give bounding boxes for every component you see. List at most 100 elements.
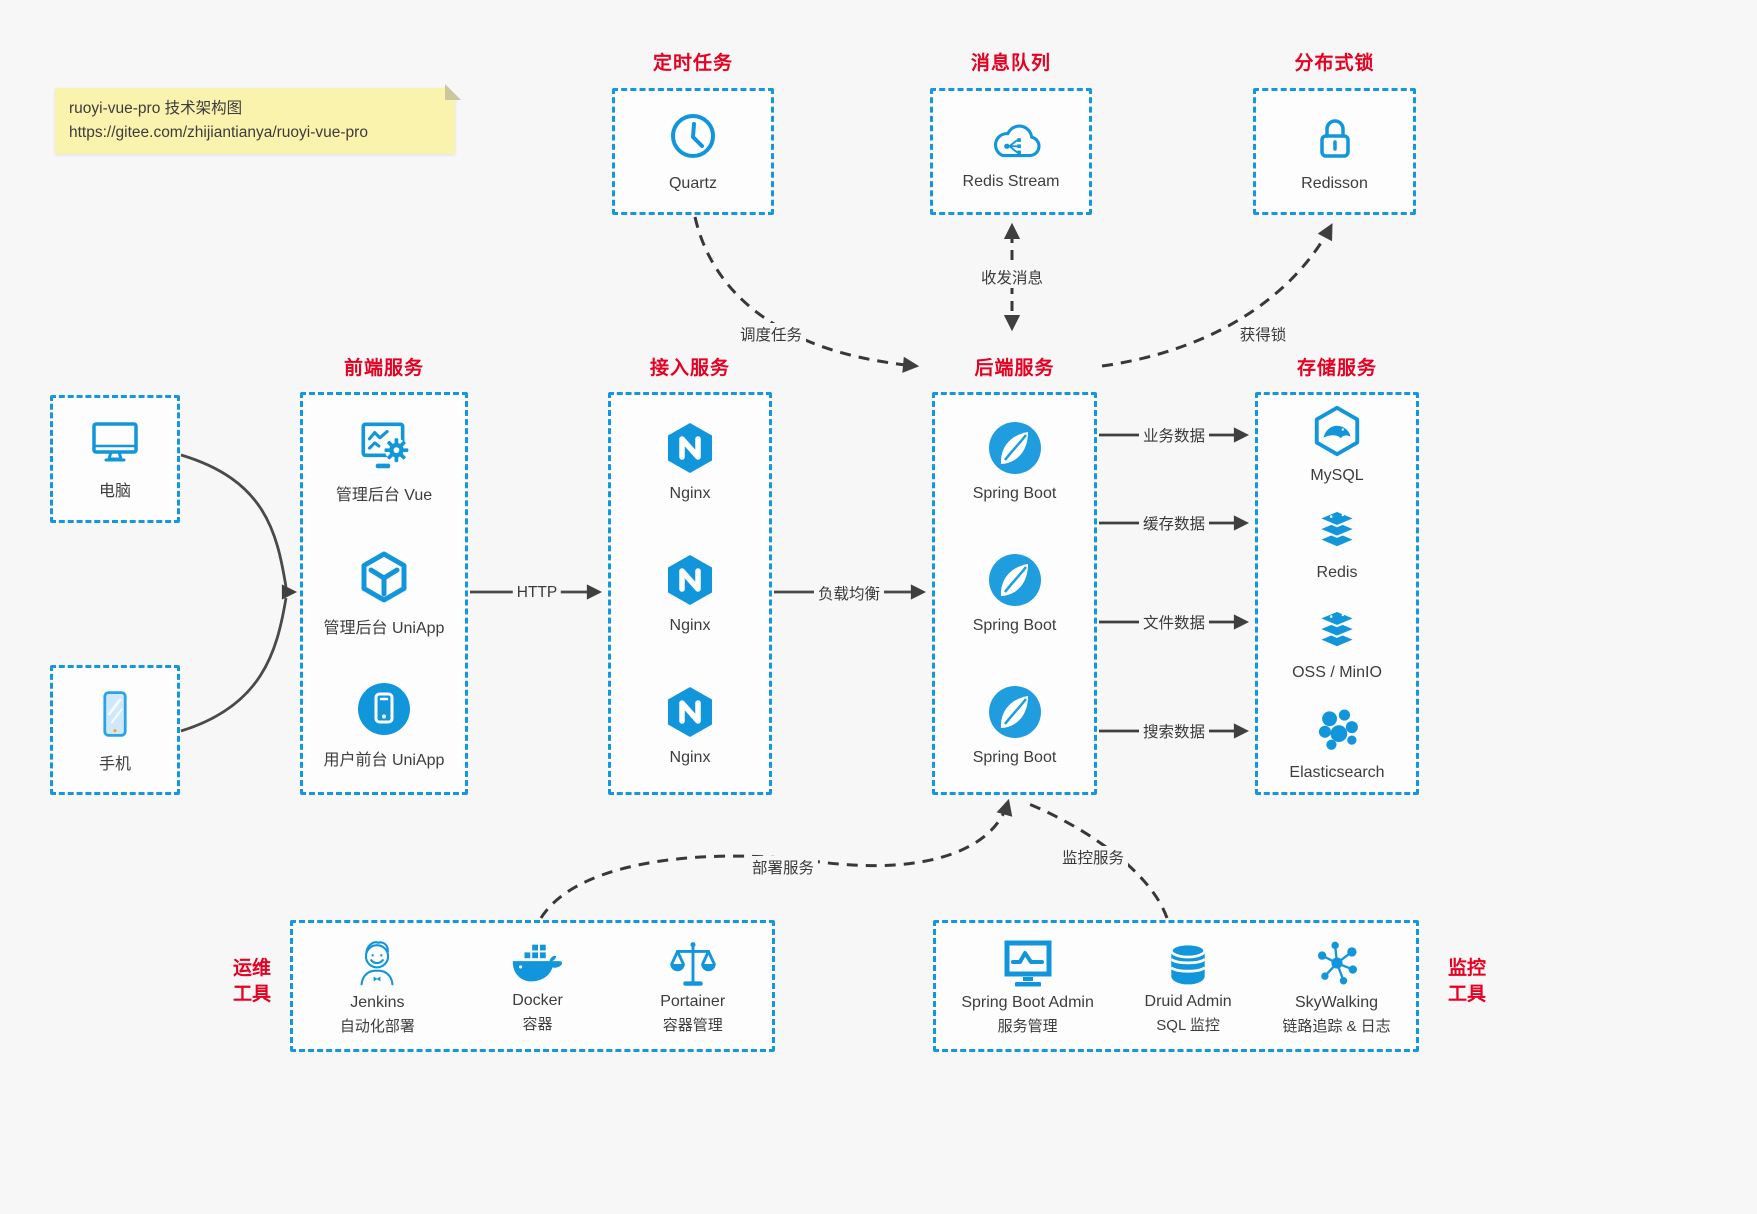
label-nginx-3: Nginx xyxy=(669,749,711,767)
note-url: https://gitee.com/zhijiantianya/ruoyi-vu… xyxy=(69,124,368,141)
title-monitor-tools: 监控 工具 xyxy=(1447,958,1486,1005)
lock-icon xyxy=(1319,119,1350,158)
sticky-note: ruoyi-vue-pro 技术架构图 https://gitee.com/zh… xyxy=(55,84,461,154)
box-phone-client: 手机 xyxy=(50,665,180,795)
title-frontend: 前端服务 xyxy=(343,358,424,379)
edge-label-business: 业务数据 xyxy=(1138,424,1210,446)
label-pc: 电脑 xyxy=(98,482,131,500)
ops-item-jenkins: Jenkins 自动化部署 xyxy=(340,937,415,1036)
edge-phone-frontend xyxy=(180,597,288,733)
box-quartz: Quartz xyxy=(612,88,774,215)
label-skywalking: SkyWalking xyxy=(1295,993,1378,1011)
user-app-icon xyxy=(358,683,410,736)
label-nginx-1: Nginx xyxy=(669,484,711,502)
elasticsearch-icon xyxy=(1318,709,1358,750)
backend-item-1: Spring Boot xyxy=(935,395,1094,527)
computer-icon xyxy=(92,421,138,461)
edge-label-http: HTTP xyxy=(512,584,562,602)
label-mysql: MySQL xyxy=(1310,467,1364,485)
cloud-stream-icon xyxy=(993,124,1041,158)
edge-label-lb: 负载均衡 xyxy=(813,582,885,604)
skywalking-network-icon xyxy=(1317,941,1357,984)
box-ops-tools: Jenkins 自动化部署 Docker 容器 xyxy=(290,920,775,1052)
title-backend: 后端服务 xyxy=(974,358,1055,379)
box-frontend: 管理后台 Vue 管理后台 UniApp 用户前台 UniApp xyxy=(300,392,468,795)
gateway-item-1: Nginx xyxy=(611,395,769,527)
title-scheduled-tasks: 定时任务 xyxy=(652,53,733,74)
monitor-item-skywalking: SkyWalking 链路追踪 & 日志 xyxy=(1282,937,1391,1036)
storage-item-redis: Redis xyxy=(1258,494,1416,593)
edge-label-schedule: 调度任务 xyxy=(735,323,807,345)
nginx-icon xyxy=(668,687,712,738)
note-title: ruoyi-vue-pro 技术架构图 xyxy=(69,100,243,117)
label-docker: Docker xyxy=(512,991,563,1009)
docker-icon xyxy=(512,944,562,981)
spring-boot-admin-icon xyxy=(1004,940,1052,986)
label-admin-vue: 管理后台 Vue xyxy=(335,486,433,504)
storage-item-mysql: MySQL xyxy=(1258,395,1416,494)
label-admin-uniapp: 管理后台 UniApp xyxy=(323,619,445,637)
label-oss-minio: OSS / MinIO xyxy=(1292,663,1382,681)
title-message-queue: 消息队列 xyxy=(970,53,1051,74)
backend-item-2: Spring Boot xyxy=(935,527,1094,659)
desc-druid: SQL 监控 xyxy=(1156,1016,1220,1034)
edge-label-cache: 缓存数据 xyxy=(1138,512,1210,534)
spring-boot-icon xyxy=(988,421,1041,474)
druid-database-icon xyxy=(1169,942,1207,984)
backend-item-3: Spring Boot xyxy=(935,660,1094,792)
title-gateway: 接入服务 xyxy=(649,358,730,379)
box-storage: MySQL Redis OSS / MinIO xyxy=(1255,392,1419,795)
label-redis-stream: Redis Stream xyxy=(962,173,1060,190)
label-redisson: Redisson xyxy=(1301,175,1368,192)
gateway-item-2: Nginx xyxy=(611,527,769,659)
edge-label-file: 文件数据 xyxy=(1138,611,1210,633)
label-user-uniapp: 用户前台 UniApp xyxy=(323,752,445,770)
portainer-scales-icon xyxy=(669,941,716,986)
edge-label-search: 搜索数据 xyxy=(1138,720,1210,742)
desc-portainer: 容器管理 xyxy=(662,1016,723,1034)
oss-minio-stack-icon xyxy=(1317,609,1357,648)
note-fold-corner xyxy=(445,84,461,100)
label-nginx-2: Nginx xyxy=(669,616,711,634)
edge-label-deploy: 部署服务 xyxy=(747,856,819,878)
ops-item-portainer: Portainer 容器管理 xyxy=(660,938,725,1035)
edge-get-lock xyxy=(1101,223,1333,368)
box-pc-client: 电脑 xyxy=(50,395,180,523)
frontend-item-uniapp-user: 用户前台 UniApp xyxy=(303,660,465,792)
title-storage: 存储服务 xyxy=(1296,358,1377,379)
edge-label-monitor: 监控服务 xyxy=(1057,846,1129,868)
label-druid: Druid Admin xyxy=(1144,992,1232,1010)
storage-item-es: Elasticsearch xyxy=(1258,693,1416,792)
box-redis-stream: Redis Stream xyxy=(930,88,1092,215)
jenkins-icon xyxy=(360,940,394,985)
redis-stack-icon xyxy=(1317,510,1357,549)
gateway-item-3: Nginx xyxy=(611,660,769,792)
label-phone: 手机 xyxy=(98,755,131,773)
box-backend: Spring Boot Spring Boot Spring Boot xyxy=(932,392,1097,795)
box-gateway: Nginx Nginx Nginx xyxy=(608,392,772,795)
desc-skywalking: 链路追踪 & 日志 xyxy=(1282,1017,1391,1035)
edge-pc-frontend xyxy=(180,453,288,588)
spring-boot-icon xyxy=(988,553,1041,606)
edge-label-lock: 获得锁 xyxy=(1235,323,1291,345)
edge-label-message: 收发消息 xyxy=(976,266,1048,288)
label-jenkins: Jenkins xyxy=(350,993,405,1011)
spring-boot-icon xyxy=(988,686,1041,739)
clock-icon xyxy=(671,114,715,158)
admin-vue-icon xyxy=(361,422,409,468)
label-quartz: Quartz xyxy=(668,175,717,192)
desc-docker: 容器 xyxy=(522,1015,553,1033)
box-redisson: Redisson xyxy=(1253,88,1416,215)
monitor-item-sba: Spring Boot Admin 服务管理 xyxy=(961,937,1094,1036)
desc-sba: 服务管理 xyxy=(997,1017,1058,1035)
mysql-icon xyxy=(1314,406,1360,457)
ops-item-docker: Docker 容器 xyxy=(509,939,567,1034)
frontend-item-uniapp-admin: 管理后台 UniApp xyxy=(303,527,465,659)
title-distributed-lock: 分布式锁 xyxy=(1294,53,1375,74)
frontend-item-vue-admin: 管理后台 Vue xyxy=(303,395,465,527)
label-portainer: Portainer xyxy=(660,992,726,1010)
label-elasticsearch: Elasticsearch xyxy=(1289,763,1385,781)
label-springboot-2: Spring Boot xyxy=(972,616,1057,634)
